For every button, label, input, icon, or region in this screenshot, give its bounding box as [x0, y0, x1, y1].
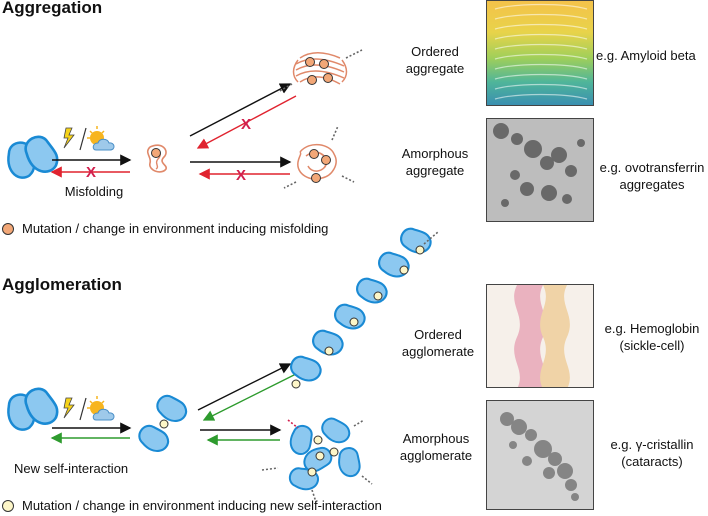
amorphous-aggregate-label: Amorphous aggregate [401, 146, 469, 178]
hemoglobin-fiber-image [486, 284, 594, 388]
ordered-aggregate-label: Ordered aggregate [405, 44, 465, 76]
block-x-icon: X [236, 167, 246, 184]
interacting-dimer-icon [134, 388, 192, 459]
hemoglobin-example: e.g. Hemoglobin (sickle-cell) [604, 321, 700, 353]
misfolding-label: Misfolding [64, 184, 124, 199]
amorphous-agglomerate-icon [261, 411, 373, 503]
block-x-icon: X [86, 164, 96, 181]
self-interaction-dot-icon [2, 499, 14, 512]
amyloid-beta-image [486, 0, 594, 106]
ordered-agglomerate-icon [286, 221, 439, 389]
aggregation-title: Aggregation [2, 0, 103, 17]
self-interaction-legend-text: Mutation / change in environment inducin… [22, 498, 382, 513]
ordered-aggregate-icon [277, 49, 363, 93]
misfolded-protein-icon [146, 144, 168, 173]
misfolding-dot-icon [2, 222, 14, 235]
environment-change-icon [63, 396, 115, 421]
misfolding-legend-text: Mutation / change in environment inducin… [22, 221, 329, 236]
gamma-cristallin-image [486, 400, 594, 510]
amorphous-agglomerate-label: Amorphous agglomerate [399, 431, 473, 463]
self-interaction-label: New self-interaction [14, 461, 129, 476]
block-x-icon: X [241, 116, 251, 133]
ovotransferrin-example: e.g. ovotransferrin aggregates [599, 160, 705, 192]
ordered-agglomerate-label: Ordered agglomerate [401, 327, 475, 359]
native-protein-icon [3, 131, 62, 181]
self-interaction-legend: Mutation / change in environment inducin… [2, 498, 382, 513]
gamma-cristallin-example: e.g. γ-cristallin (cataracts) [610, 437, 694, 469]
agglomeration-title: Agglomeration [2, 275, 122, 294]
ovotransferrin-aggregates-image [486, 118, 594, 222]
misfolding-legend: Mutation / change in environment inducin… [2, 221, 328, 236]
amorphous-aggregate-icon [283, 125, 355, 189]
amyloid-beta-example: e.g. Amyloid beta [596, 48, 696, 63]
environment-change-icon [63, 126, 115, 151]
native-protein-icon [3, 383, 62, 433]
